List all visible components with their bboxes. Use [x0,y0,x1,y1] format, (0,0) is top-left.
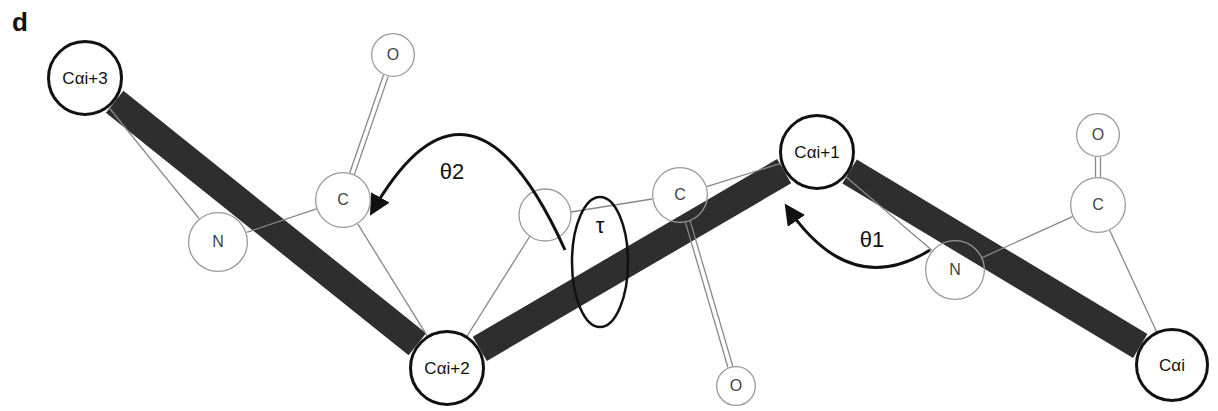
atom-circle [1137,330,1208,401]
atom-label: Cαi+1 [794,144,839,161]
covalent-bond [109,108,199,219]
atom-circle [189,213,248,272]
atom-label: C [674,187,686,203]
atom-circle [519,189,571,241]
angle-arc [787,207,930,267]
torsion-label: τ [596,215,605,237]
atom-label: N [949,262,961,278]
covalent-bond [1096,157,1101,177]
covalent-bond [246,209,316,233]
backbone-atom: N [925,240,985,300]
atom-circle [411,332,484,405]
atom-label: O [1092,127,1104,143]
backbone-atom: O [1076,113,1120,157]
torsion-ellipse [572,197,628,327]
covalent-bond [358,224,427,336]
backbone-atom: C [1070,177,1126,233]
virtual-bond [480,171,784,349]
atom-circle [653,168,708,223]
covalent-bond [350,75,388,174]
covalent-bond [1110,230,1157,331]
atom-circle [717,367,756,406]
covalent-bond [707,163,781,186]
atom-circle [49,42,122,115]
backbone-atom: O [371,33,415,77]
atom-label: Cαi+2 [424,360,469,377]
atom-label: C [337,192,349,208]
atom-circle [1077,114,1120,157]
atom-circle [926,241,985,300]
atom-label: N [212,234,224,250]
atom-label: O [730,378,742,394]
calpha-atom: Cαi+3 [47,40,123,116]
covalent-bond [685,221,732,367]
atom-circle [316,173,371,228]
angle-label: θ2 [440,161,464,183]
backbone-atom: N [188,212,248,272]
angle-label: θ1 [860,229,884,251]
backbone-atom: O [716,366,756,406]
panel-letter: d [12,9,28,35]
atom-circle [781,116,854,189]
covalent-bond [846,177,932,251]
virtual-bond [850,172,1141,346]
atom-label: O [387,47,399,63]
atom-label: C [1092,197,1104,213]
virtual-bond [115,102,418,344]
angle-arc [372,135,565,250]
covalent-bond [982,217,1072,258]
calpha-atom: Cαi [1135,328,1209,402]
backbone-atom: C [315,172,371,228]
atom-label: Cαi+3 [62,70,107,87]
calpha-atom: Cαi+1 [779,114,855,190]
backbone-atom: C [652,167,708,223]
atom-circle [1071,178,1126,233]
calpha-atom: Cαi+2 [409,330,485,406]
atom-label: Cαi [1159,357,1185,374]
atom-circle [372,34,415,77]
